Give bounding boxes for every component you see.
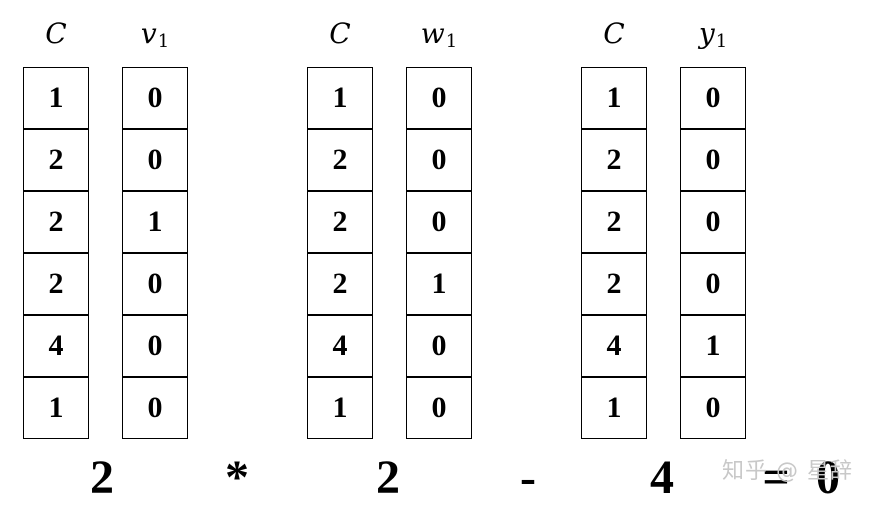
vector-cell: 2 [307, 191, 373, 253]
column-header: C [23, 14, 89, 54]
column-header: C [581, 14, 647, 54]
vector-cell: 2 [23, 191, 89, 253]
vector-cell: 0 [406, 191, 472, 253]
multiply-sign: * [225, 451, 249, 504]
equals-sign: = [762, 451, 790, 504]
vector-cell: 0 [680, 377, 746, 439]
column-header-subscript: 1 [157, 31, 170, 52]
vector-cell: 1 [307, 377, 373, 439]
vector-cell: 2 [23, 129, 89, 191]
watermark-text: 知乎 @ 星辞 [722, 459, 853, 484]
vector-cell: 4 [581, 315, 647, 377]
vector-cell: 0 [406, 315, 472, 377]
column-header-symbol: w [420, 17, 445, 50]
minus-sign: - [520, 451, 536, 504]
vector-cell: 2 [581, 253, 647, 315]
vector-cell: 1 [122, 191, 188, 253]
coefficient-3: 4 [650, 451, 674, 504]
coefficient-1: 2 [90, 451, 114, 504]
vector-cell: 4 [307, 315, 373, 377]
vector-cell: 1 [307, 67, 373, 129]
vector-cell: 4 [23, 315, 89, 377]
vector-cell: 0 [406, 129, 472, 191]
column-header-symbol: v [140, 17, 157, 50]
vector-cell: 1 [23, 377, 89, 439]
vector-cell: 0 [406, 377, 472, 439]
vector-cell: 0 [680, 129, 746, 191]
column-header-symbol: C [329, 17, 351, 50]
vector-cell: 2 [307, 253, 373, 315]
vector-cell: 0 [680, 191, 746, 253]
column-header: y1 [680, 14, 746, 54]
vector-cell: 1 [680, 315, 746, 377]
vector-cell: 2 [307, 129, 373, 191]
vector-cell: 0 [680, 67, 746, 129]
vector-cell: 2 [23, 253, 89, 315]
column-header-subscript: 1 [715, 31, 728, 52]
vector-cell: 0 [122, 253, 188, 315]
column-header-symbol: y [698, 17, 715, 50]
vector-cell: 2 [581, 191, 647, 253]
vector-cell: 0 [122, 129, 188, 191]
column-header: C [307, 14, 373, 54]
column-header: w1 [406, 14, 472, 54]
vector-cell: 1 [406, 253, 472, 315]
vector-cell: 0 [122, 315, 188, 377]
vector-cell: 1 [581, 67, 647, 129]
column-header-symbol: C [603, 17, 625, 50]
column-header-subscript: 1 [445, 31, 458, 52]
vector-cell: 0 [406, 67, 472, 129]
vector-cell: 1 [23, 67, 89, 129]
column-header: v1 [122, 14, 188, 54]
vector-cell: 0 [680, 253, 746, 315]
column-header-symbol: C [45, 17, 67, 50]
vector-cell: 1 [581, 377, 647, 439]
vector-cell: 2 [581, 129, 647, 191]
vector-cell: 0 [122, 67, 188, 129]
coefficient-2: 2 [376, 451, 400, 504]
vector-cell: 0 [122, 377, 188, 439]
result-value: 0 [816, 451, 840, 504]
